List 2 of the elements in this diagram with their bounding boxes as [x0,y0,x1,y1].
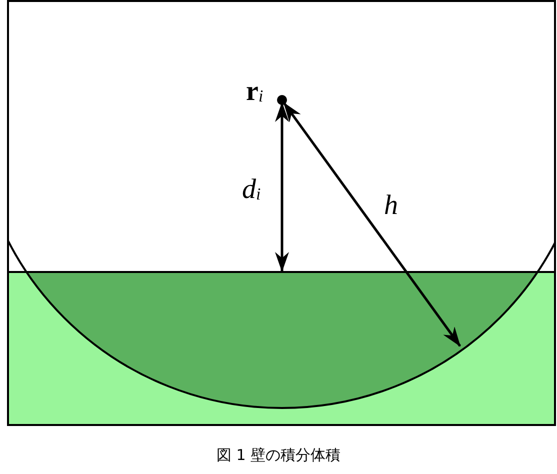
radius-label: h [384,192,398,220]
caption: 図 1 壁の積分体積 [215,446,342,465]
